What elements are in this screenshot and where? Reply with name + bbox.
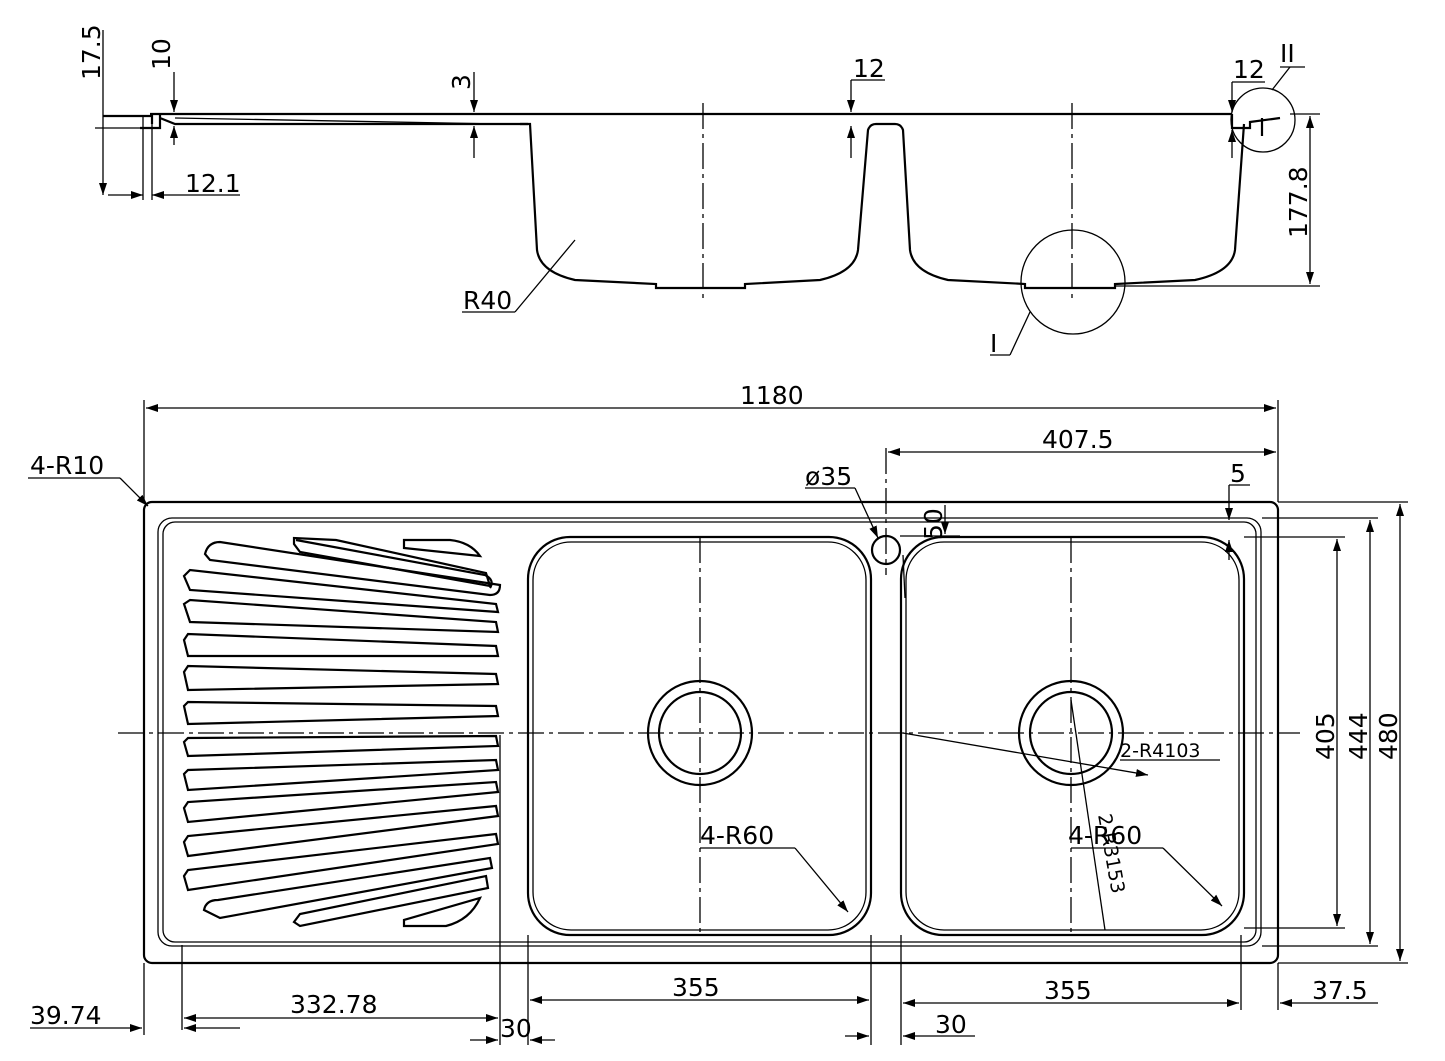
drainer-rib bbox=[292, 536, 492, 588]
label-407-5: 407.5 bbox=[1042, 425, 1114, 454]
drainer-rib bbox=[182, 780, 500, 824]
dim-r60-right-leader bbox=[1162, 847, 1223, 907]
drainer-rib bbox=[182, 664, 500, 692]
label-50: 50 bbox=[919, 508, 948, 540]
drainer-rib bbox=[182, 758, 500, 792]
label-3: 3 bbox=[447, 74, 476, 90]
label-detail-i: I bbox=[990, 329, 997, 358]
label-r4103: 2-R4103 bbox=[1120, 740, 1201, 762]
dim-tap-leader bbox=[854, 487, 879, 539]
drainer-ribs bbox=[182, 536, 502, 928]
section-drainer-surface bbox=[174, 117, 501, 125]
section-left-bowl bbox=[520, 122, 1246, 290]
label-30-divider: 30 bbox=[935, 1010, 967, 1039]
label-12-1: 12.1 bbox=[185, 169, 241, 198]
label-355-right: 355 bbox=[1044, 976, 1092, 1005]
label-r40: R40 bbox=[463, 286, 512, 315]
label-detail-ii: II bbox=[1280, 39, 1295, 68]
label-1180: 1180 bbox=[740, 381, 804, 410]
drainer-rib bbox=[182, 832, 500, 892]
label-177-8: 177.8 bbox=[1284, 166, 1313, 238]
drainer-rib bbox=[203, 540, 502, 597]
dim-r4103-leader bbox=[902, 732, 1149, 777]
dim-r40-leader bbox=[514, 239, 576, 313]
dim-r60-left-leader bbox=[794, 847, 849, 913]
dim-tap-curve bbox=[902, 554, 906, 599]
label-r60-right: 4-R60 bbox=[1068, 821, 1142, 850]
drainer-rib bbox=[182, 804, 500, 858]
section-right-flange bbox=[1230, 114, 1281, 136]
label-37-5: 37.5 bbox=[1312, 976, 1368, 1005]
drainer-rib bbox=[182, 734, 500, 758]
label-480: 480 bbox=[1374, 712, 1403, 760]
dim-r3153-leader bbox=[1070, 699, 1106, 931]
drainer-rib bbox=[182, 700, 500, 726]
dim-r10-leader bbox=[119, 477, 149, 507]
label-5: 5 bbox=[1230, 459, 1246, 488]
label-355-left: 355 bbox=[672, 973, 720, 1002]
label-12-right: 12 bbox=[1233, 55, 1265, 84]
label-405: 405 bbox=[1311, 712, 1340, 760]
right-bowl-outer bbox=[899, 535, 1246, 937]
drainer-rib bbox=[202, 856, 494, 920]
drainer-rib bbox=[292, 874, 490, 928]
detail-i-leader bbox=[1009, 311, 1031, 356]
right-bowl-inner bbox=[905, 541, 1240, 931]
label-12-mid: 12 bbox=[853, 54, 885, 83]
detail-ii-leader bbox=[1271, 66, 1291, 91]
label-17-5: 17.5 bbox=[77, 24, 106, 80]
label-10: 10 bbox=[147, 38, 176, 70]
plan-view: 1180 407.5 4-R10 ø35 5 50 405 444 480 2-… bbox=[28, 381, 1408, 1045]
drainer-rib bbox=[182, 568, 500, 614]
label-39-74: 39.74 bbox=[30, 1001, 102, 1030]
sink-rim-inner bbox=[157, 517, 1262, 947]
drainer-rib bbox=[182, 632, 500, 658]
drainer-rib bbox=[182, 598, 500, 634]
label-332-78: 332.78 bbox=[290, 990, 377, 1019]
sink-rim-inner-2 bbox=[162, 521, 1257, 943]
label-tap-hole: ø35 bbox=[805, 462, 852, 491]
label-4-r10: 4-R10 bbox=[30, 451, 104, 480]
label-444: 444 bbox=[1344, 712, 1373, 760]
label-r60-left: 4-R60 bbox=[700, 821, 774, 850]
detail-circle-i bbox=[1020, 229, 1126, 335]
detail-circle-ii bbox=[1230, 87, 1296, 153]
drainer-rib bbox=[402, 896, 482, 928]
label-30-drainer: 30 bbox=[500, 1014, 532, 1043]
drainer-rib bbox=[402, 538, 483, 558]
section-view: 17.5 10 3 12 12 II 12.1 177.8 R40 I bbox=[77, 24, 1320, 358]
